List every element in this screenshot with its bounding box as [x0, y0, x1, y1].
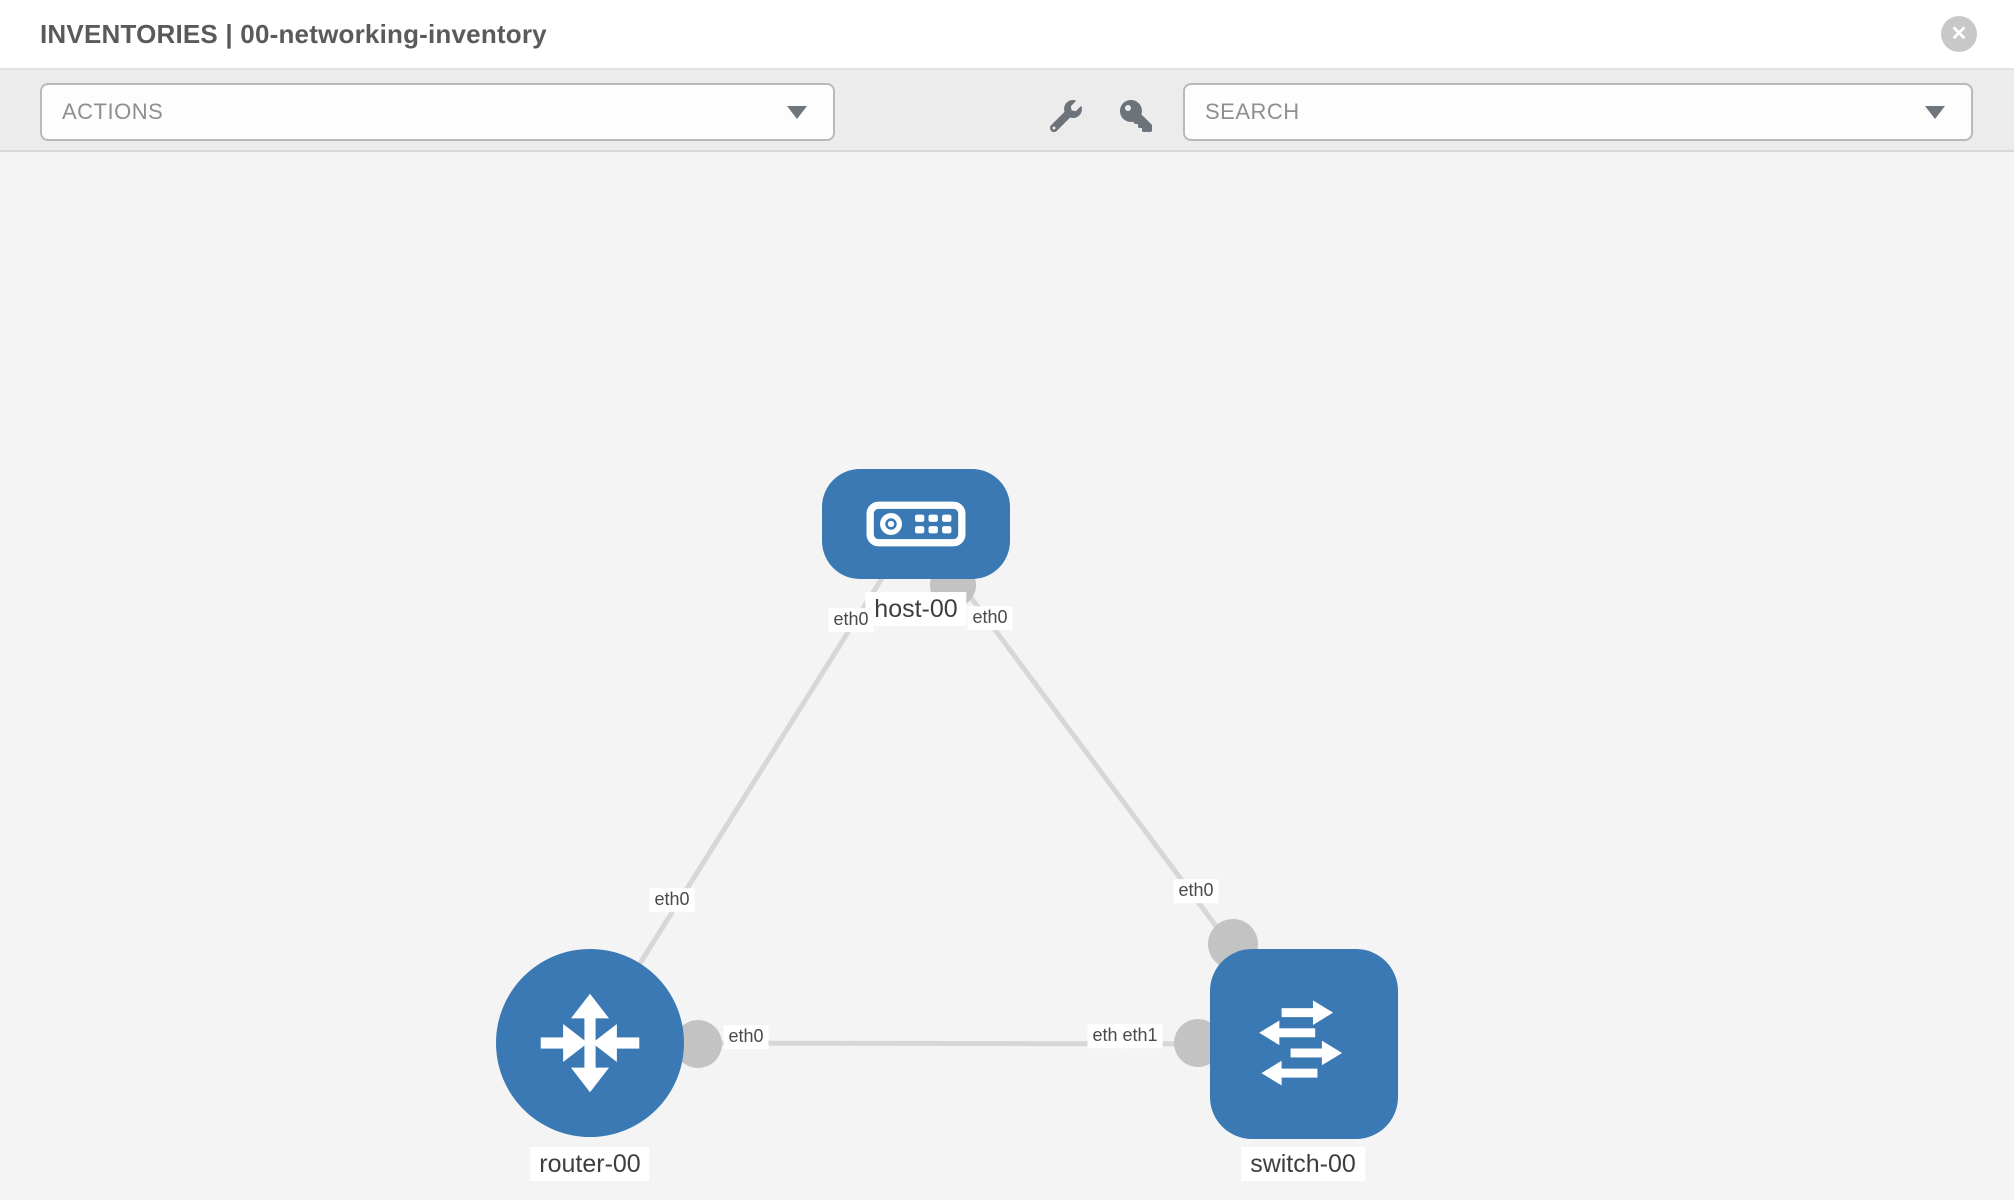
wrench-icon — [1050, 100, 1082, 132]
interface-label: eth0 — [723, 1025, 769, 1049]
interface-label: eth0 — [649, 888, 695, 912]
page-title: INVENTORIES | 00-networking-inventory — [40, 18, 547, 49]
close-button[interactable]: ✕ — [1941, 16, 1977, 52]
links-layer — [587, 522, 1307, 1068]
search-dropdown-label: SEARCH — [1205, 99, 1300, 124]
node-label-switch-00: switch-00 — [1241, 1147, 1365, 1181]
configure-button[interactable] — [1044, 94, 1088, 138]
node-label-router-00: router-00 — [530, 1147, 650, 1181]
chevron-down-icon — [787, 105, 807, 119]
node-router-00[interactable] — [496, 949, 684, 1137]
credentials-button[interactable] — [1114, 94, 1158, 138]
close-icon: ✕ — [1950, 23, 1968, 45]
key-icon — [1120, 100, 1152, 132]
node-switch-00[interactable] — [1210, 949, 1398, 1139]
interface-label: eth0 — [828, 608, 874, 632]
host-icon — [866, 501, 966, 547]
router-icon — [540, 993, 640, 1093]
interface-label: eth1 — [1117, 1024, 1163, 1048]
node-label-host-00: host-00 — [865, 592, 967, 626]
interface-label: eth0 — [1173, 879, 1219, 903]
node-host-00[interactable] — [822, 469, 1010, 579]
actions-dropdown[interactable]: ACTIONS — [40, 83, 835, 141]
page-header: INVENTORIES | 00-networking-inventory ✕ — [0, 0, 2014, 70]
chevron-down-icon — [1925, 105, 1945, 119]
topology-canvas[interactable]: host-00 router-00 switch-00 eth0 eth0 eth0 eth… — [0, 152, 2014, 1198]
toolbar: ACTIONS SEARCH — [0, 70, 2014, 152]
actions-dropdown-label: ACTIONS — [62, 99, 164, 124]
search-dropdown[interactable]: SEARCH — [1183, 83, 1973, 141]
interface-label: eth0 — [967, 606, 1013, 630]
switch-icon — [1259, 1000, 1343, 1086]
interface-dot — [674, 1020, 722, 1068]
